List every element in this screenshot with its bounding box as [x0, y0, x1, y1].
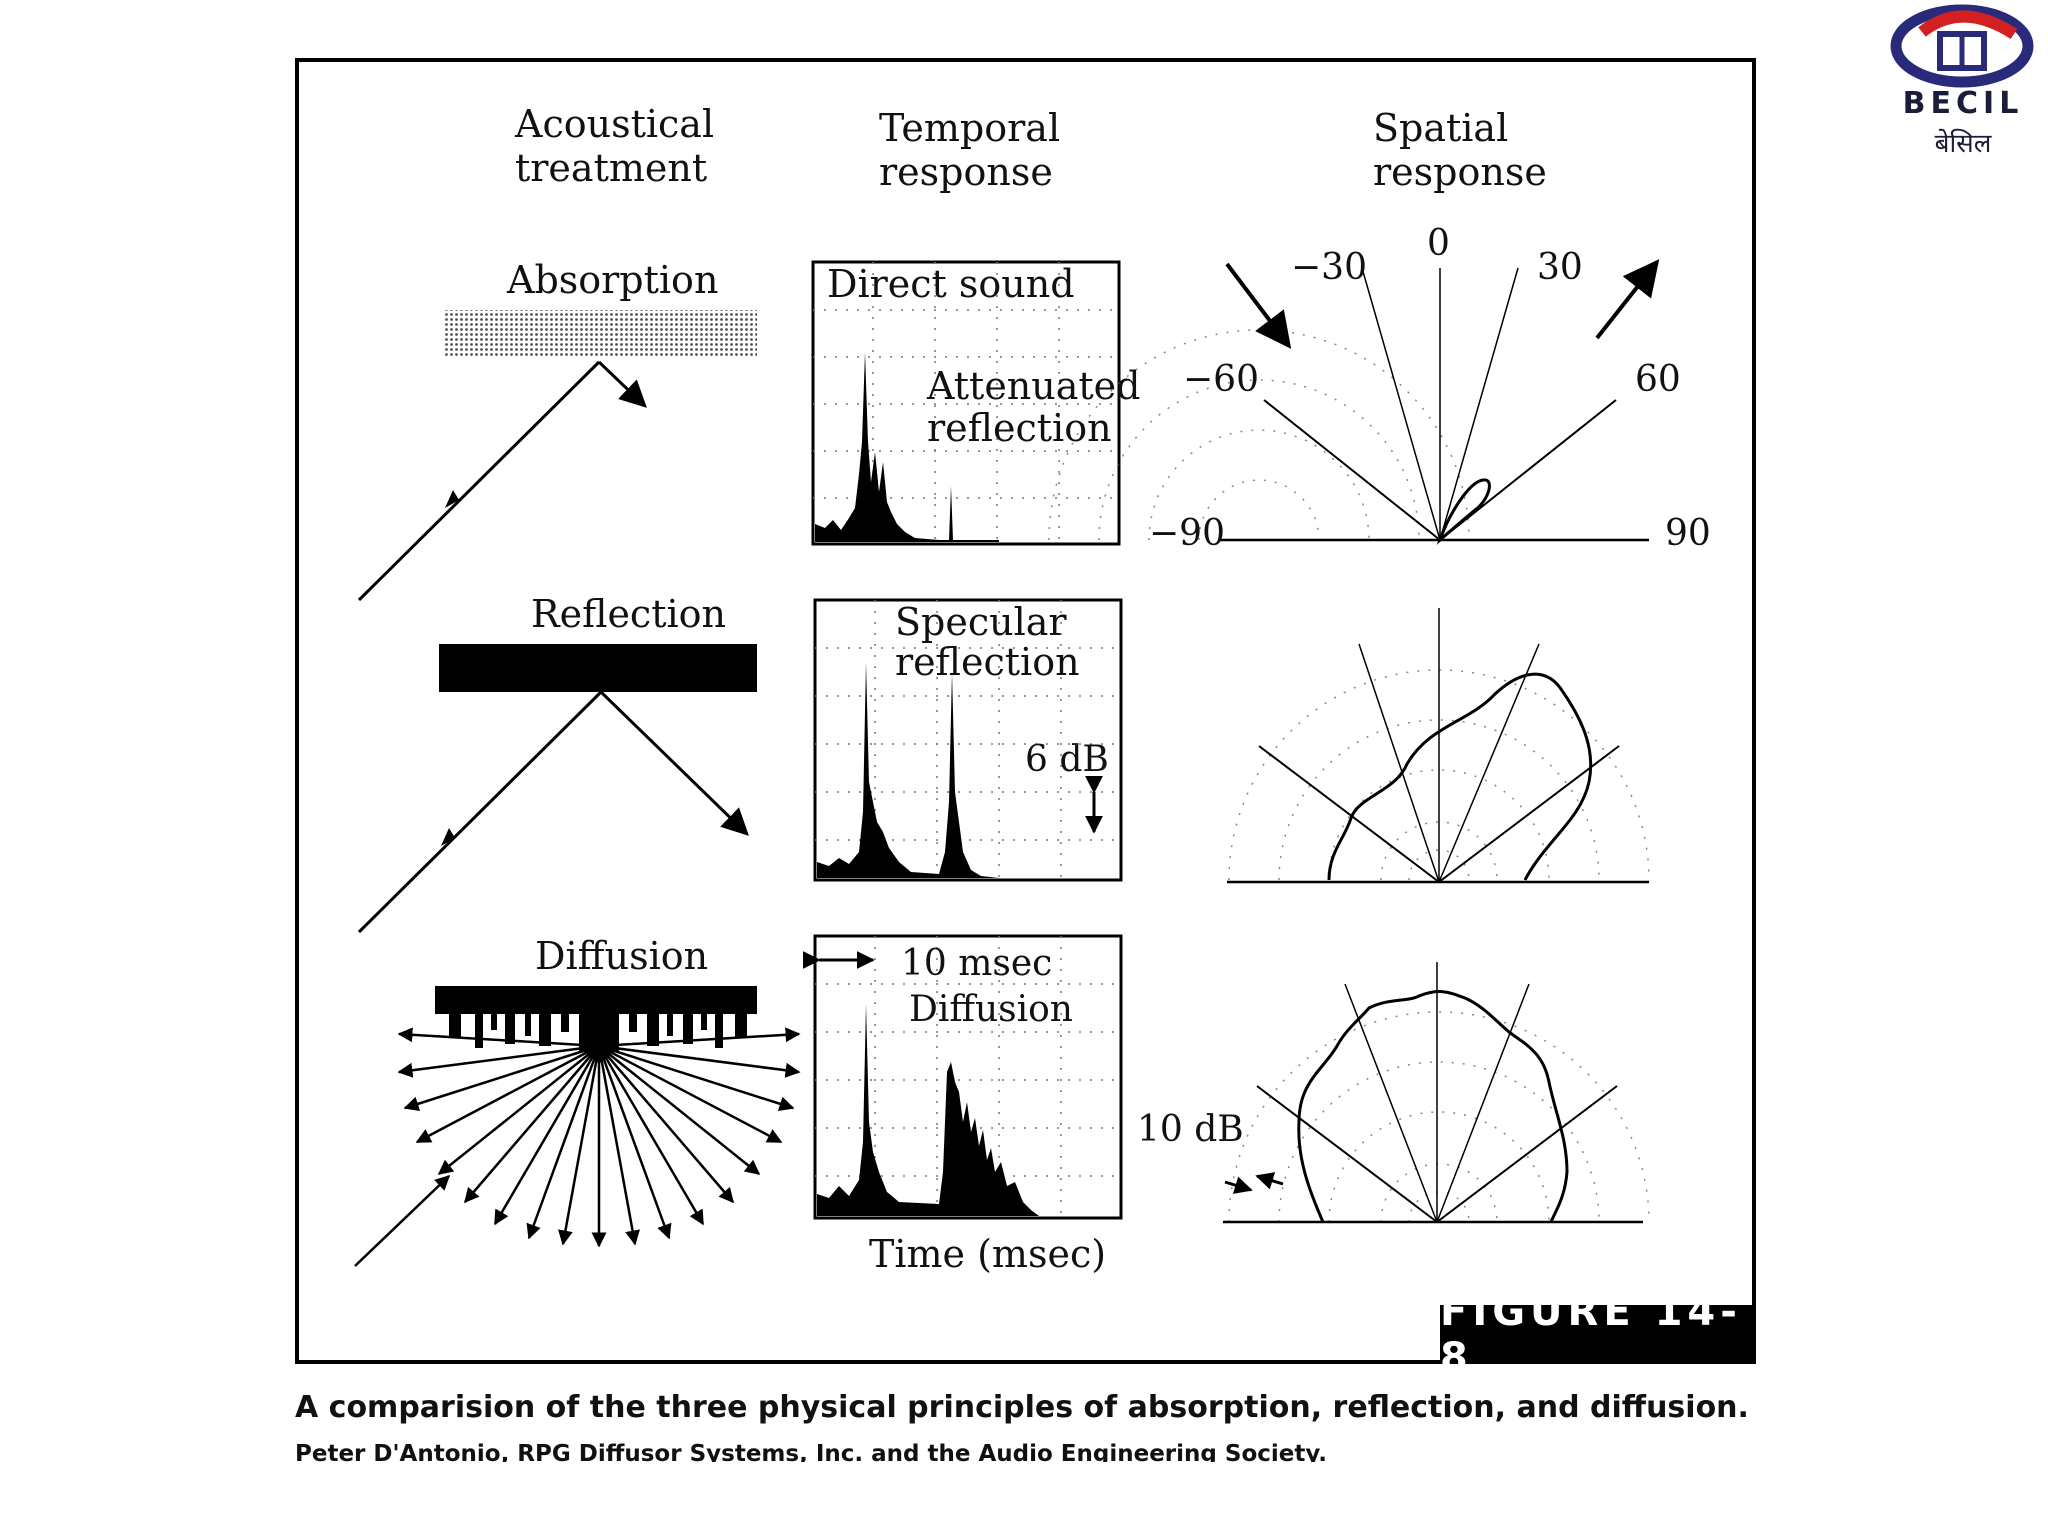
heading-treatment-line1: Acoustical	[515, 102, 715, 146]
heading-temporal-line1: Temporal	[879, 106, 1061, 150]
angle-90: 90	[1665, 513, 1711, 554]
reflector-panel	[439, 644, 757, 692]
heading-spatial-line2: response	[1373, 150, 1547, 194]
angle-minus-60: −60	[1183, 359, 1259, 400]
heading-spatial-line1: Spatial	[1373, 106, 1509, 150]
label-diffusion: Diffusion	[535, 934, 709, 978]
figure-frame: Acoustical treatment Temporal response S…	[295, 58, 1756, 1364]
angle-60: 60	[1635, 359, 1681, 400]
figure-number-badge: FIGURE 14-8	[1440, 1289, 1756, 1381]
label-specular: Specular	[895, 600, 1067, 644]
figure-caption: A comparision of the three physical prin…	[295, 1390, 1749, 1425]
diffusion-rays	[354, 1027, 801, 1267]
label-direct-sound: Direct sound	[827, 262, 1075, 306]
figure-credit: Peter D'Antonio, RPG Diffusor Systems, I…	[295, 1441, 1327, 1462]
diffuser-panel	[435, 986, 757, 1052]
temporal-panel-diffusion	[802, 934, 1123, 1220]
label-10db: 10 dB	[1137, 1109, 1244, 1150]
absorption-ray	[357, 360, 647, 602]
angle-minus-30: −30	[1291, 247, 1367, 288]
polar-plot-diffusion	[1223, 962, 1650, 1224]
heading-treatment-line2: treatment	[515, 146, 708, 190]
label-attenuated-reflection: reflection	[927, 406, 1112, 450]
temporal-panel-reflection	[813, 598, 1123, 882]
label-absorption: Absorption	[507, 258, 719, 302]
label-diffusion-response: Diffusion	[909, 989, 1073, 1030]
angle-minus-90: −90	[1149, 513, 1225, 554]
absorber-panel	[445, 310, 757, 356]
label-6db: 6 dB	[1025, 739, 1109, 780]
temporal-panel-absorption	[811, 260, 1121, 546]
time-axis-label: Time (msec)	[869, 1232, 1107, 1276]
logo-wordmark: BECIL	[1902, 86, 2024, 121]
angle-30: 30	[1537, 247, 1583, 288]
label-10msec: 10 msec	[901, 943, 1053, 984]
label-reflection: Reflection	[531, 592, 726, 636]
figure-artwork	[354, 259, 1660, 1267]
reflection-ray	[357, 690, 749, 934]
label-specular-reflection: reflection	[895, 640, 1080, 684]
angle-0: 0	[1427, 223, 1450, 264]
polar-plot-reflection	[1227, 608, 1650, 884]
becil-logo	[1890, 4, 2034, 88]
logo-hindi-text: बेसिल	[1934, 129, 1992, 159]
polar-plot-absorption	[1048, 259, 1660, 545]
heading-temporal-line2: response	[879, 150, 1053, 194]
label-attenuated: Attenuated	[927, 364, 1141, 408]
